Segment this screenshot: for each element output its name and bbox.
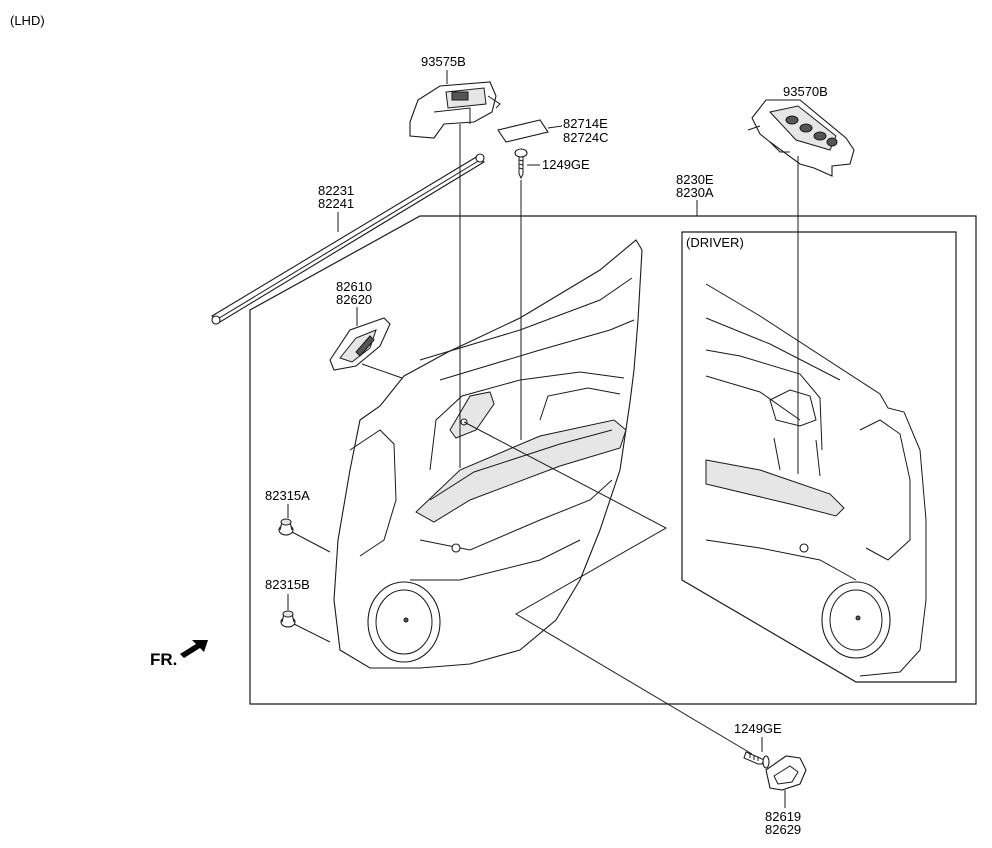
- label-cover-2: 82629: [765, 822, 801, 837]
- weatherstrip: [211, 153, 485, 325]
- label-screw-bottom: 1249GE: [734, 721, 782, 736]
- label-fastener-b: 82315B: [265, 577, 310, 592]
- orientation-label: FR.: [150, 650, 177, 669]
- door-trim-panel: [333, 239, 643, 669]
- window-switch-driver: [747, 99, 855, 177]
- label-fastener-a: 82315A: [265, 488, 310, 503]
- inside-handle: [329, 317, 391, 371]
- driver-inset-boundary: [681, 231, 957, 683]
- fastener-a: [278, 518, 294, 536]
- label-switch-driver: 93570B: [783, 84, 828, 99]
- leader-to-cover: [463, 421, 753, 755]
- leader-handle-to-panel: [361, 363, 403, 379]
- leader-sticker: [547, 125, 563, 129]
- label-panel-1: 8230E: [676, 172, 714, 187]
- variant-note: (LHD): [10, 13, 45, 28]
- leader-fastener-a-panel: [291, 531, 331, 553]
- front-arrow-icon: [180, 640, 208, 658]
- screw-top: [514, 148, 528, 180]
- label-screw-top: 1249GE: [542, 157, 590, 172]
- handle-cover: [765, 755, 807, 791]
- label-sticker-2: 82724C: [563, 130, 609, 145]
- driver-inset-panel: [705, 283, 927, 677]
- assembly-boundary: [249, 215, 977, 705]
- sticker: [497, 119, 549, 143]
- label-switch-passenger: 93575B: [421, 54, 466, 69]
- driver-inset-label: (DRIVER): [686, 235, 744, 250]
- label-handle-2: 82620: [336, 292, 372, 307]
- label-weatherstrip-1: 82231: [318, 183, 354, 198]
- label-cover-1: 82619: [765, 809, 801, 824]
- label-panel-2: 8230A: [676, 185, 714, 200]
- screw-bottom: [743, 751, 770, 769]
- fastener-b: [280, 610, 296, 628]
- window-switch-passenger: [409, 81, 501, 139]
- label-weatherstrip-2: 82241: [318, 196, 354, 211]
- label-sticker-1: 82714E: [563, 116, 608, 131]
- leader-fastener-b-panel: [293, 623, 331, 643]
- label-handle-1: 82610: [336, 279, 372, 294]
